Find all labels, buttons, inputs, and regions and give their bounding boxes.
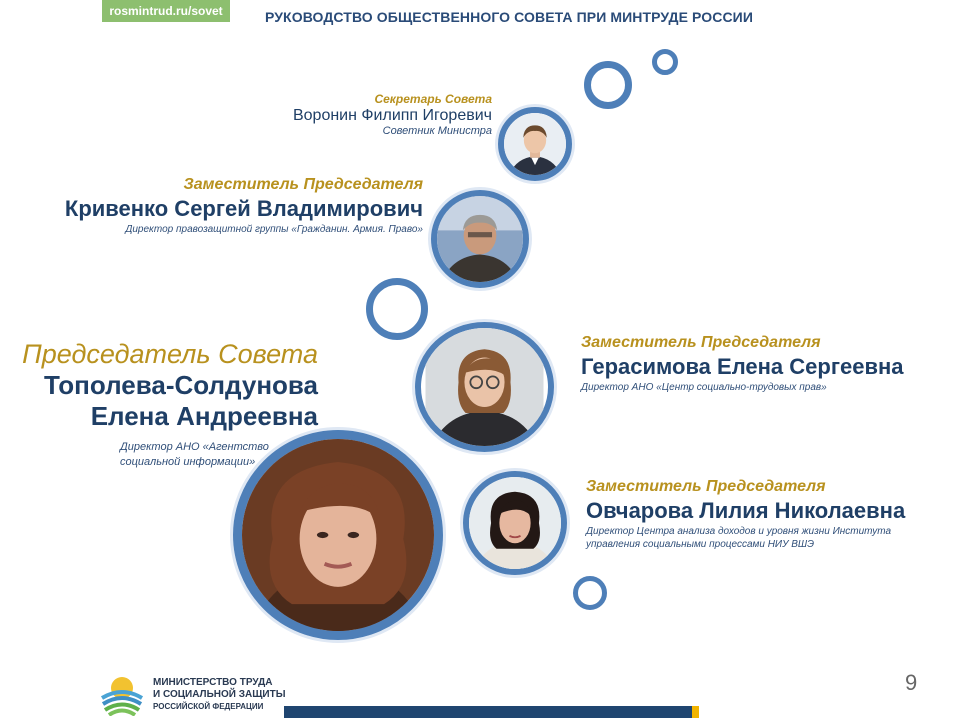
deputy2-role: Заместитель Председателя	[581, 334, 821, 351]
site-url-badge[interactable]: rosmintrud.ru/sovet	[102, 0, 230, 22]
chair-info: Председатель Совета Тополева-Солдунова Е…	[10, 338, 318, 432]
deputy1-role: Заместитель Председателя	[183, 176, 423, 193]
chair-name-line1: Тополева-Солдунова	[44, 370, 318, 400]
deputy3-info: Заместитель Председателя Овчарова Лилия …	[586, 477, 946, 551]
ministry-line1: МИНИСТЕРСТВО ТРУДА	[153, 677, 273, 688]
secretary-photo	[498, 107, 572, 181]
deputy1-name: Кривенко Сергей Владимирович	[64, 196, 423, 221]
ministry-name: МИНИСТЕРСТВО ТРУДА И СОЦИАЛЬНОЙ ЗАЩИТЫ Р…	[153, 677, 286, 713]
deputy3-desc-line2: управления социальными процессами НИУ ВШ…	[586, 539, 815, 550]
portrait-woman-icon	[425, 328, 544, 446]
portrait-man-icon	[437, 196, 523, 282]
page-number: 9	[905, 670, 918, 695]
chair-desc-line1: Директор АНО «Агентство	[120, 441, 269, 453]
chair-role: Председатель Совета	[22, 339, 318, 369]
decorative-ring	[584, 61, 632, 109]
ministry-line3: РОССИЙСКОЙ ФЕДЕРАЦИИ	[153, 702, 264, 711]
decorative-ring	[652, 49, 678, 75]
deputy2-desc: Директор АНО «Центр социально-трудовых п…	[581, 382, 827, 393]
secretary-info: Секретарь Совета Воронин Филипп Игоревич…	[260, 92, 492, 138]
chair-desc: Директор АНО «Агентство социальной инфор…	[120, 440, 320, 470]
deputy3-role: Заместитель Председателя	[586, 478, 826, 495]
deputy1-photo	[431, 190, 529, 288]
deputy3-desc-line1: Директор Центра анализа доходов и уровня…	[586, 526, 892, 537]
deputy3-photo	[463, 471, 567, 575]
deputy2-name: Герасимова Елена Сергеевна	[581, 354, 904, 379]
portrait-man-icon	[504, 113, 566, 175]
deputy1-desc: Директор правозащитной группы «Гражданин…	[125, 224, 423, 235]
portrait-woman-icon	[242, 439, 434, 631]
deputy2-info: Заместитель Председателя Герасимова Елен…	[581, 333, 941, 394]
secretary-name: Воронин Филипп Игоревич	[292, 107, 492, 124]
chair-desc-line2: социальной информации»	[120, 456, 256, 468]
ministry-line2: И СОЦИАЛЬНОЙ ЗАЩИТЫ	[153, 689, 286, 700]
decorative-ring	[573, 576, 607, 610]
ministry-logo-icon	[100, 673, 144, 716]
secretary-role: Секретарь Совета	[374, 92, 492, 106]
slide-title: РУКОВОДСТВО ОБЩЕСТВЕННОГО СОВЕТА ПРИ МИН…	[265, 9, 754, 25]
decorative-ring	[366, 278, 428, 340]
deputy3-name: Овчарова Лилия Николаевна	[586, 498, 906, 523]
portrait-woman-icon	[469, 477, 561, 569]
secretary-desc: Советник Министра	[382, 125, 492, 137]
deputy2-photo	[415, 322, 554, 452]
chair-name-line2: Елена Андреевна	[90, 401, 318, 431]
footer-bar	[284, 706, 692, 718]
footer-accent	[692, 706, 699, 718]
chair-photo	[233, 430, 443, 640]
deputy1-info: Заместитель Председателя Кривенко Сергей…	[40, 175, 423, 236]
